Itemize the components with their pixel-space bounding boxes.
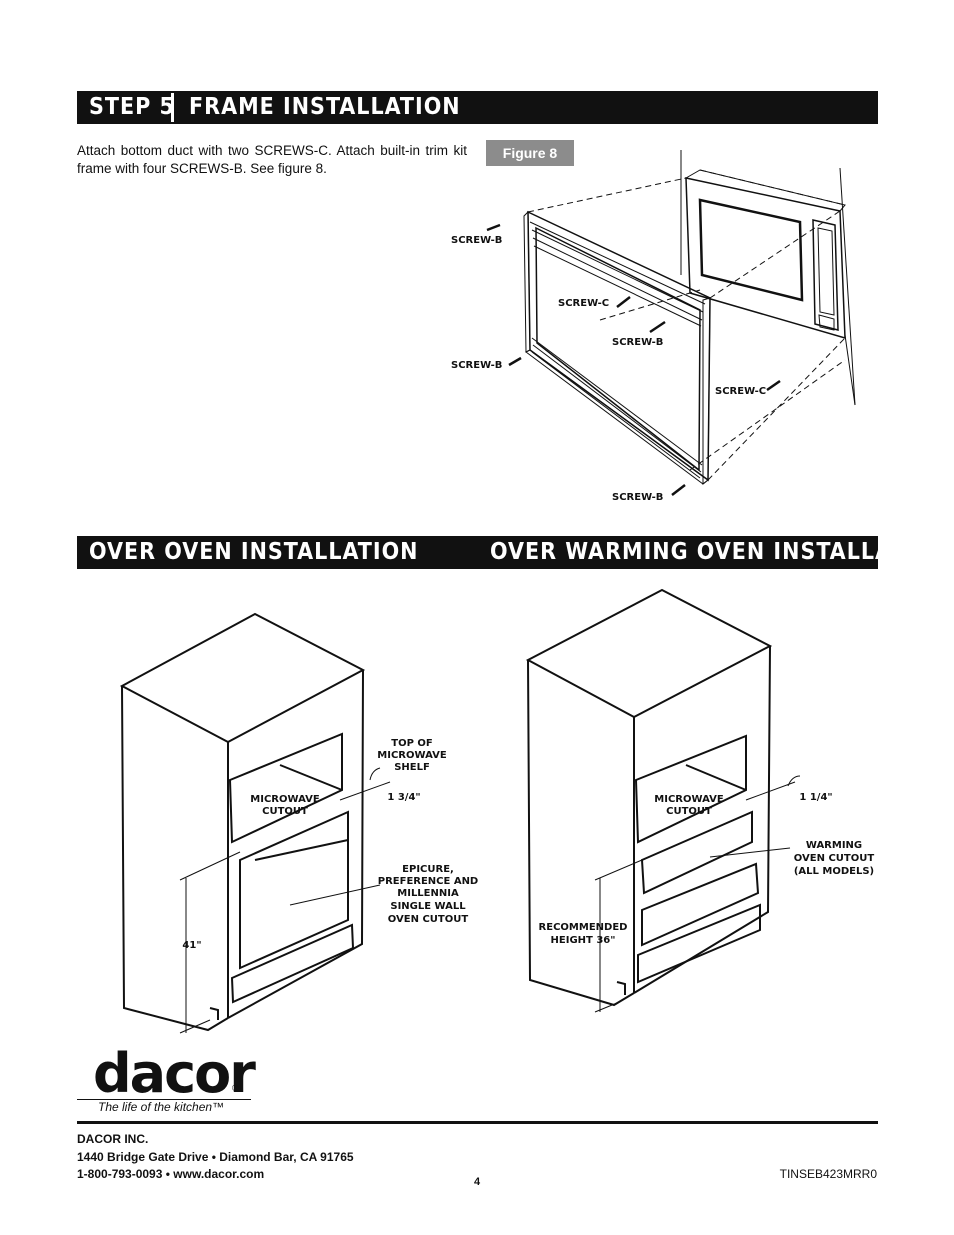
installation-header-bar: OVER OVEN INSTALLATION OVER WARMING OVEN… bbox=[77, 536, 950, 569]
figure-label: Figure 8 bbox=[486, 140, 574, 166]
company-name: DACOR INC. bbox=[77, 1132, 149, 1146]
dacor-logo: dacor bbox=[93, 1042, 256, 1105]
callout-screw-b-mid: SCREW-B bbox=[612, 337, 663, 348]
label-warming-microwave-cutout-2: CUTOUT bbox=[666, 806, 712, 817]
page-number: 4 bbox=[474, 1176, 481, 1188]
document-code: TINSEB423MRR0 bbox=[779, 1167, 877, 1181]
label-warming-cutout-2: OVEN CUTOUT bbox=[794, 853, 875, 864]
label-warming-cutout-1: WARMING bbox=[806, 840, 862, 851]
footer-rule bbox=[77, 1121, 878, 1124]
section-title: FRAME INSTALLATION bbox=[189, 94, 461, 120]
label-oven-cutout-1: EPICURE, bbox=[402, 864, 454, 875]
label-warming-microwave-cutout-1: MICROWAVE bbox=[654, 794, 724, 805]
label-oven-cutout-4: SINGLE WALL bbox=[390, 901, 466, 912]
label-microwave-cutout-2: CUTOUT bbox=[262, 806, 308, 817]
label-recommended-height-1: RECOMMENDED bbox=[539, 922, 628, 933]
label-gap-dimension: 1 3/4" bbox=[387, 792, 420, 803]
logo-tagline: The life of the kitchen™ bbox=[98, 1100, 225, 1114]
step-label: STEP 5 bbox=[89, 94, 175, 120]
company-contact: 1-800-793-0093 • www.dacor.com bbox=[77, 1167, 265, 1181]
company-address: 1440 Bridge Gate Drive • Diamond Bar, CA… bbox=[77, 1150, 354, 1164]
logo-rule bbox=[77, 1099, 251, 1100]
over-warming-oven-title: OVER WARMING OVEN INSTALLATION bbox=[490, 539, 952, 565]
label-oven-cutout-5: OVEN CUTOUT bbox=[388, 914, 469, 925]
callout-screw-b-bottom: SCREW-B bbox=[612, 492, 663, 503]
label-top-of-shelf-1: TOP OF bbox=[391, 738, 432, 749]
callout-screw-b-top: SCREW-B bbox=[451, 235, 502, 246]
label-height-41: 41" bbox=[182, 940, 201, 951]
callout-screw-c-mid: SCREW-C bbox=[558, 298, 609, 309]
label-microwave-cutout-1: MICROWAVE bbox=[250, 794, 320, 805]
label-warming-cutout-3: (ALL MODELS) bbox=[794, 866, 874, 877]
callout-screw-b-left: SCREW-B bbox=[451, 360, 502, 371]
label-recommended-height-2: HEIGHT 36" bbox=[551, 935, 616, 946]
callout-screw-c-right: SCREW-C bbox=[715, 386, 766, 397]
label-warming-gap-dimension: 1 1/4" bbox=[799, 792, 832, 803]
registered-mark: ® bbox=[232, 1083, 239, 1093]
label-top-of-shelf-2: MICROWAVE bbox=[377, 750, 447, 761]
label-oven-cutout-3: MILLENNIA bbox=[397, 888, 459, 899]
label-top-of-shelf-3: SHELF bbox=[394, 762, 430, 773]
header-divider bbox=[171, 93, 174, 122]
over-oven-title: OVER OVEN INSTALLATION bbox=[89, 539, 419, 565]
step5-header-bar: STEP 5 FRAME INSTALLATION bbox=[77, 91, 878, 124]
step5-instructions: Attach bottom duct with two SCREWS-C. At… bbox=[77, 143, 467, 176]
label-oven-cutout-2: PREFERENCE AND bbox=[378, 876, 478, 887]
